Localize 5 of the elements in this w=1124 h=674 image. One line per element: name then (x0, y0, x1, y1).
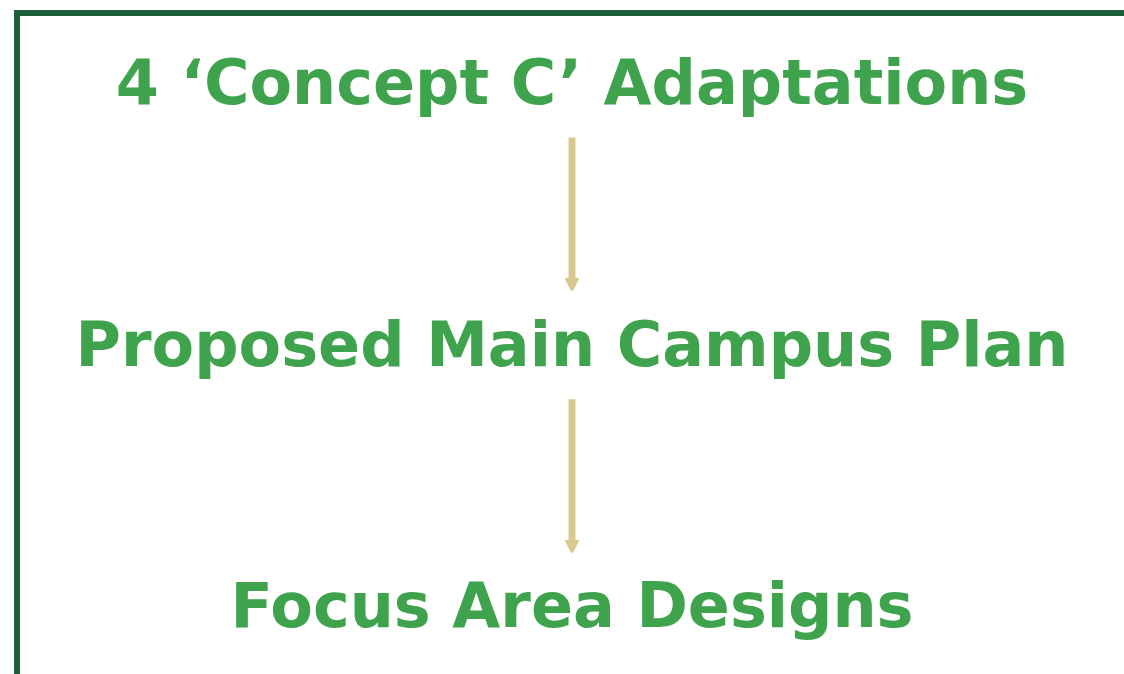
node-text: Focus Area Designs (230, 570, 914, 642)
arrow (564, 136, 580, 293)
arrow (564, 398, 580, 555)
node-text: 4 ‘Concept C’ Adaptations (115, 47, 1029, 118)
node-text: Proposed Main Campus Plan (75, 308, 1069, 380)
